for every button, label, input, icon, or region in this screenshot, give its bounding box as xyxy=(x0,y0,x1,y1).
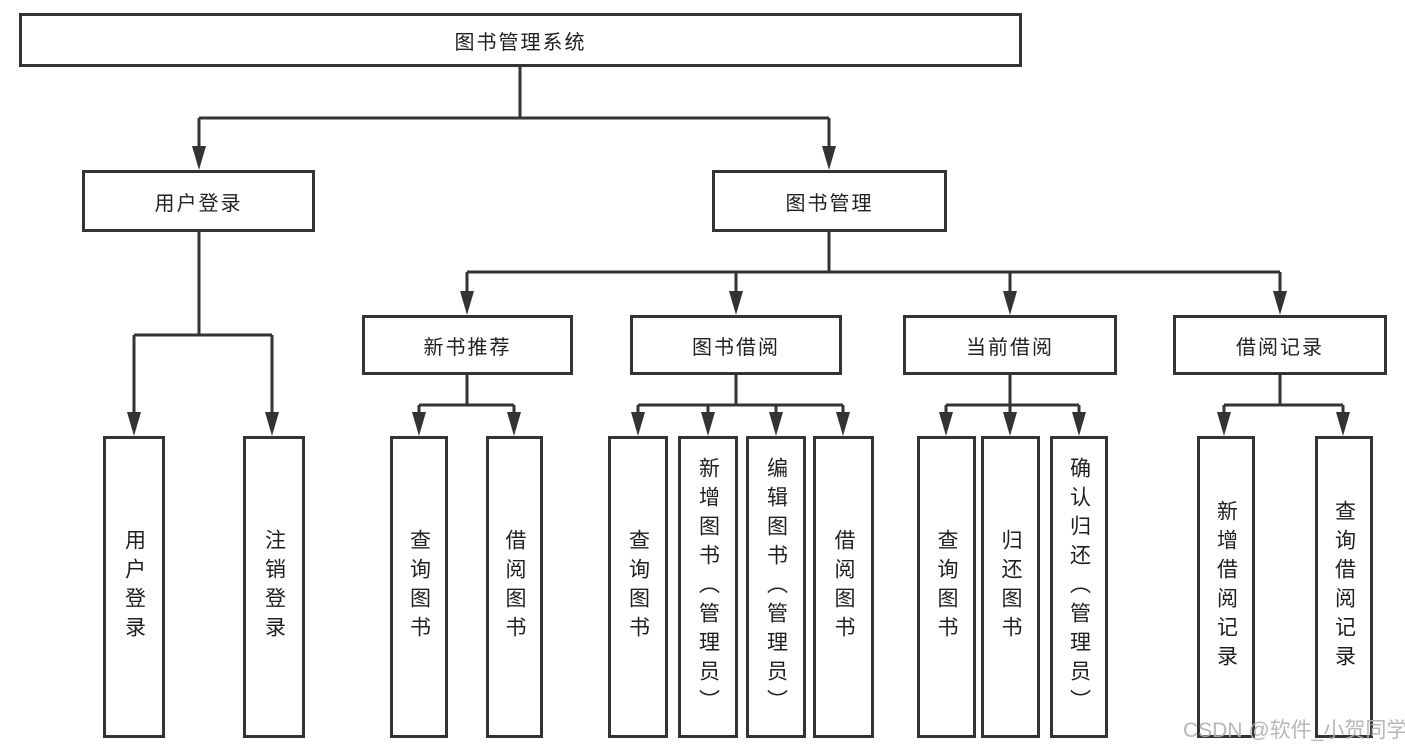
leaf-records-add-borrow-record: 新增借阅记录 xyxy=(1197,436,1255,738)
leaf-label: 查询借阅记录 xyxy=(1332,500,1356,674)
leaf-current-confirm-return-admin: 确认归还（管理员） xyxy=(1050,436,1108,738)
leaf-borrow-add-book-admin: 新增图书（管理员） xyxy=(678,436,738,738)
leaf-label: 归还图书 xyxy=(999,529,1022,645)
node-book-management: 图书管理 xyxy=(712,170,947,232)
node-library-management-system: 图书管理系统 xyxy=(19,13,1022,67)
leaf-current-return-books: 归还图书 xyxy=(981,436,1040,738)
leaf-label: 用户登录 xyxy=(122,529,146,645)
node-user-login: 用户登录 xyxy=(82,170,315,232)
node-label: 图书管理系统 xyxy=(454,31,587,54)
csdn-watermark: CSDN @软件_小贺同学 xyxy=(1183,719,1405,742)
leaf-records-query-borrow-record: 查询借阅记录 xyxy=(1315,436,1373,738)
node-label: 当前借阅 xyxy=(966,336,1054,359)
node-book-borrowing: 图书借阅 xyxy=(630,315,842,375)
arrowhead-icons xyxy=(127,146,1350,436)
node-current-borrowing: 当前借阅 xyxy=(903,315,1117,375)
node-label: 图书管理 xyxy=(785,192,874,215)
leaf-label: 编辑图书（管理员） xyxy=(764,456,788,718)
node-label: 借阅记录 xyxy=(1236,336,1324,359)
leaf-newbook-borrow-books: 借阅图书 xyxy=(486,436,543,738)
node-label: 用户登录 xyxy=(154,192,243,215)
leaf-current-query-books: 查询图书 xyxy=(917,436,976,738)
leaf-label: 确认归还（管理员） xyxy=(1067,456,1091,718)
leaf-label: 查询图书 xyxy=(935,529,958,645)
leaf-label: 借阅图书 xyxy=(503,529,526,645)
leaf-borrow-borrow-books: 借阅图书 xyxy=(813,436,874,738)
leaf-label: 新增图书（管理员） xyxy=(696,456,720,718)
leaf-label: 注销登录 xyxy=(262,529,286,645)
node-new-book-recommendation: 新书推荐 xyxy=(362,315,573,375)
node-label: 新书推荐 xyxy=(423,336,512,359)
node-borrowing-records: 借阅记录 xyxy=(1173,315,1387,375)
leaf-borrow-query-books: 查询图书 xyxy=(608,436,668,738)
leaf-label: 查询图书 xyxy=(407,529,431,645)
leaf-logout: 注销登录 xyxy=(243,436,305,738)
leaf-borrow-edit-book-admin: 编辑图书（管理员） xyxy=(746,436,806,738)
leaf-label: 新增借阅记录 xyxy=(1214,500,1238,674)
leaf-label: 查询图书 xyxy=(626,529,650,645)
leaf-newbook-query-books: 查询图书 xyxy=(390,436,448,738)
leaf-label: 借阅图书 xyxy=(832,529,855,645)
leaf-user-login: 用户登录 xyxy=(103,436,165,738)
node-label: 图书借阅 xyxy=(692,336,780,359)
